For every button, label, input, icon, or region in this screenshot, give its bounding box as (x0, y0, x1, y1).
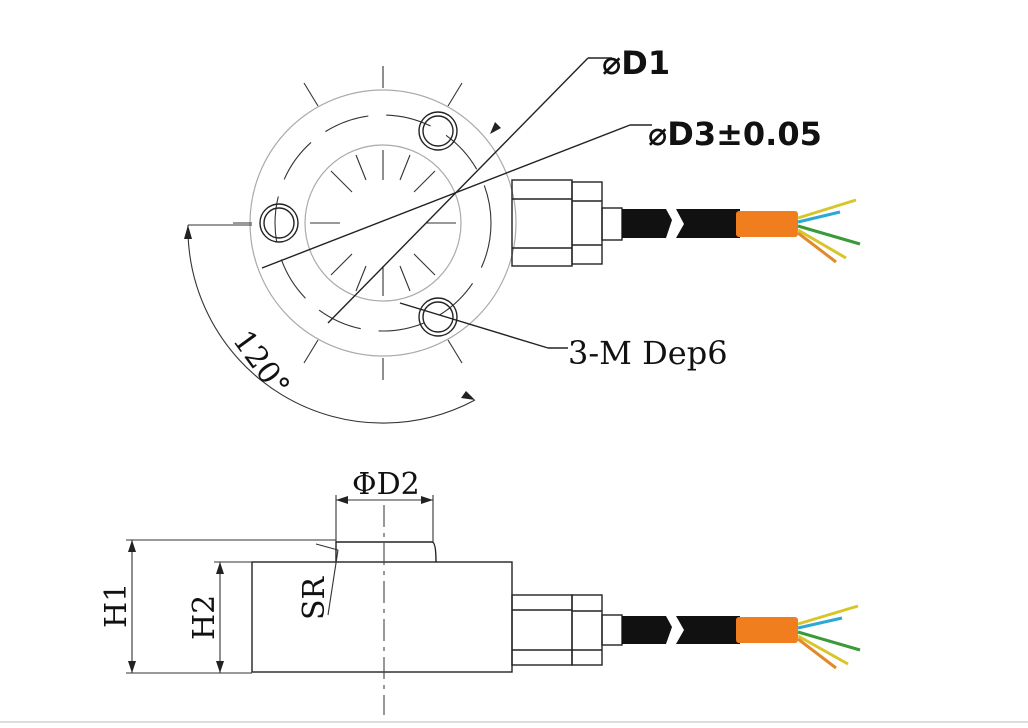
cable-sleeve-side (736, 617, 798, 643)
side-view: ΦD2 SR H1 H2 (99, 467, 861, 715)
hole-left (259, 203, 299, 243)
d1-label: ⌀D1 (602, 44, 670, 82)
side-body (251, 561, 513, 673)
outer-body-circle (249, 89, 517, 357)
cable-top (622, 198, 861, 264)
d2-label: ΦD2 (352, 467, 420, 502)
cable-sleeve-top (736, 211, 798, 237)
h1-dimension: H1 (99, 539, 336, 674)
d3-leader: ⌀D3±0.05 (261, 115, 822, 269)
angle-label: 120° (226, 324, 297, 403)
inner-radial-lines (310, 150, 456, 296)
top-boss (335, 541, 437, 563)
d2-dimension: ΦD2 (335, 467, 434, 542)
cable-side (622, 604, 861, 670)
d1-leader: ⌀D1 (327, 44, 670, 324)
wires-side (797, 604, 861, 670)
d3-label: ⌀D3±0.05 (648, 115, 822, 153)
h1-label: H1 (99, 583, 134, 628)
outer-tick-lines (233, 66, 463, 380)
hole-bottom (418, 297, 458, 337)
inner-circle (304, 144, 462, 302)
h2-dimension: H2 (187, 561, 252, 673)
hole-top (418, 111, 458, 151)
cable-gland-top (511, 179, 623, 267)
bolt-circle (274, 114, 492, 332)
wires-top (797, 198, 861, 264)
sr-leader: SR (297, 543, 339, 620)
sr-label: SR (297, 575, 332, 620)
angle-dimension-arc (187, 224, 476, 424)
cable-gland-side (511, 594, 623, 666)
h2-label: H2 (187, 595, 222, 640)
top-view: 120° ⌀D1 ⌀D3±0.05 3-M Dep6 (184, 44, 861, 424)
holes-label: 3-M Dep6 (568, 334, 728, 372)
holes-leader: 3-M Dep6 (399, 302, 728, 372)
mounting-holes (259, 111, 458, 337)
